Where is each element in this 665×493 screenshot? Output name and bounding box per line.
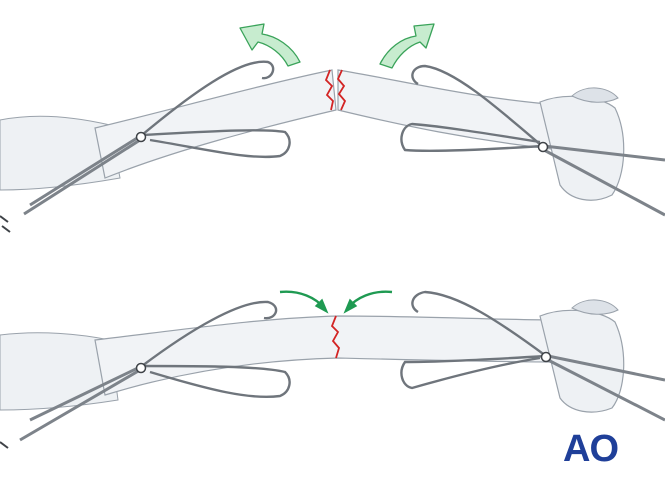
- arrow-inward-left-icon: [279, 290, 329, 314]
- fracture-line: [324, 69, 347, 111]
- reduction-clamp-icon: [400, 290, 665, 422]
- bone-shaft: [94, 315, 561, 396]
- reduction-clamp-icon: [0, 60, 291, 233]
- arrow-inward-right-icon: [343, 290, 393, 314]
- panel-top-fracture-opened: [0, 23, 665, 233]
- bone-shaft-right: [337, 69, 561, 151]
- reduction-clamp-icon: [0, 300, 291, 449]
- arrow-outward-right-icon: [379, 23, 435, 69]
- arrow-outward-left-icon: [239, 23, 301, 67]
- reduction-clamp-icon: [400, 64, 665, 217]
- panel-bottom-fracture-reduced: [0, 290, 665, 449]
- bone-shaft-left: [94, 69, 337, 179]
- fracture-line: [330, 315, 341, 359]
- ao-logo: AO: [563, 428, 619, 470]
- distal-bone-end: [539, 87, 625, 201]
